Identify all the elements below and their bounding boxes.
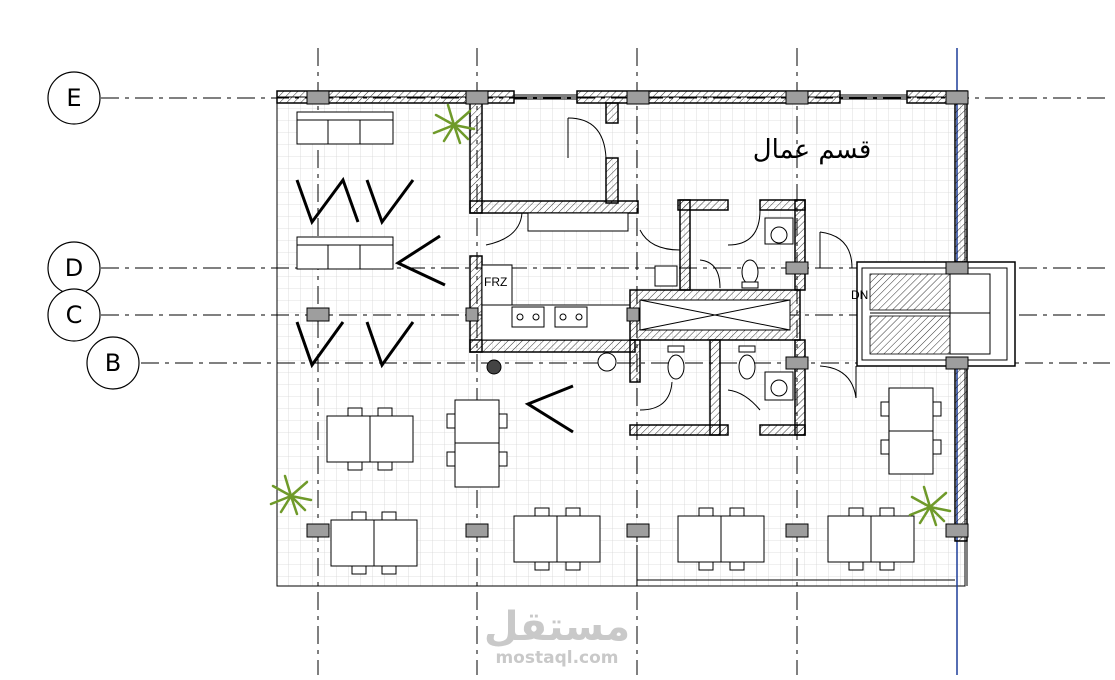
watermark-latin: mostaql.com	[495, 648, 618, 668]
stair-direction-label: DN	[851, 288, 868, 302]
fridge	[481, 264, 513, 306]
freezer-label: FRZ	[484, 275, 507, 289]
sofa	[296, 111, 394, 270]
restroom-walls	[629, 199, 806, 436]
grid-label-b: B	[105, 349, 121, 377]
floor-drain-icon	[486, 359, 502, 375]
dining-tables	[326, 387, 934, 567]
zigzag-benches	[295, 176, 574, 434]
stair-door-swings	[819, 231, 857, 399]
restroom-door-swings	[639, 209, 761, 411]
room-label: قسم عمال	[753, 135, 872, 165]
toilets	[597, 217, 794, 401]
grid-label-d: D	[65, 254, 83, 282]
grid-bubble-d: D	[47, 241, 101, 295]
columns	[306, 90, 969, 538]
watermark-arabic: مستقل	[484, 604, 630, 650]
grid-label-e: E	[66, 84, 81, 112]
plant-icon	[269, 103, 952, 527]
workers-room-walls	[469, 102, 639, 214]
grid-bubble-e: E	[47, 71, 101, 125]
stair	[856, 261, 1016, 367]
elevator-shaft	[629, 289, 801, 341]
grid-bubble-b: B	[86, 336, 140, 390]
kitchen-shelf	[527, 212, 629, 232]
cooktop	[511, 306, 588, 328]
kitchen-walls	[469, 255, 636, 353]
door-swing	[567, 117, 607, 159]
chairs	[347, 401, 942, 575]
grid-label-c: C	[66, 301, 83, 329]
grid-bubble-c: C	[47, 288, 101, 342]
